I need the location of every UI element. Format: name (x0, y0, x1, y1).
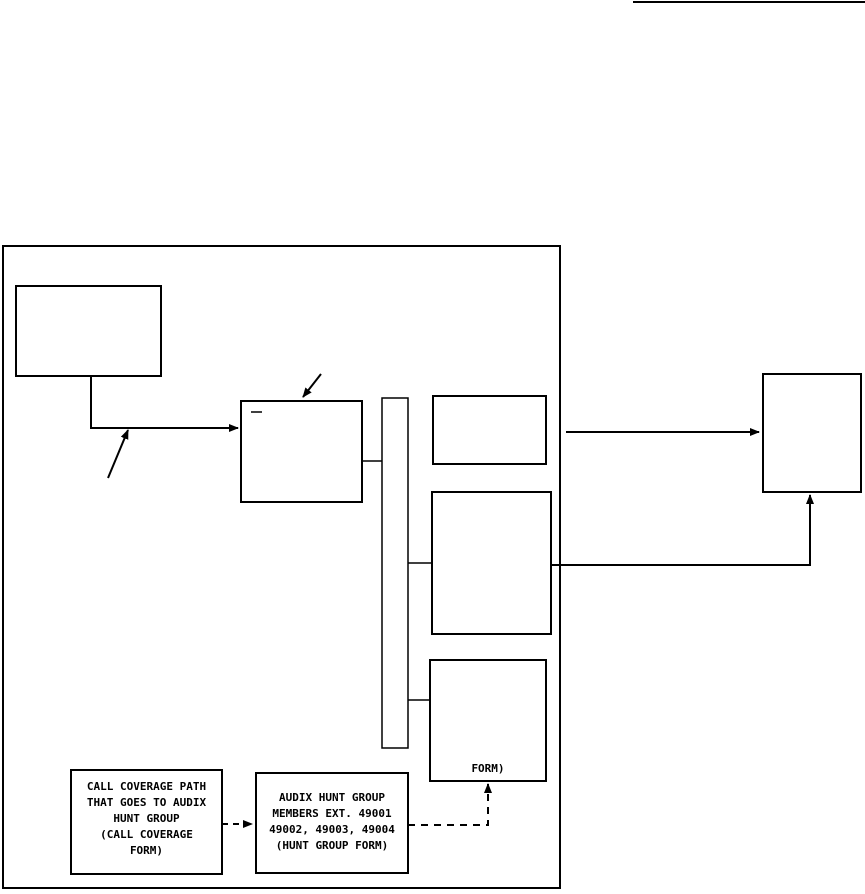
hunt-group-line-1: AUDIX HUNT GROUP (279, 791, 385, 804)
connector-right-middle-to-far-right (551, 494, 814, 566)
far-right-box (762, 373, 862, 493)
right-box-bottom (429, 659, 547, 782)
right-box-top (432, 395, 547, 465)
call-coverage-line-2: THAT GOES TO AUDIX (86, 796, 207, 809)
right-box-middle (431, 491, 552, 635)
hunt-group-line-4: (HUNT GROUP FORM) (275, 839, 389, 852)
outer-frame (2, 245, 561, 889)
hunt-group-box (255, 772, 409, 874)
hunt-group-box-label: AUDIX HUNT GROUP MEMBERS EXT. 49001 4900… (256, 790, 408, 854)
vertical-bus (381, 397, 409, 749)
hunt-group-line-3: 49002, 49003, 49004 (269, 823, 395, 836)
lower-right-box-label: FORM) (430, 761, 546, 777)
middle-box (240, 400, 363, 503)
lower-right-line-1: FORM) (471, 762, 505, 775)
dashed-connector-hunt-to-form (408, 783, 492, 826)
hunt-group-line-2: MEMBERS EXT. 49001 (272, 807, 392, 820)
pointer-arrow-upper (302, 373, 322, 398)
call-coverage-box-label: CALL COVERAGE PATH THAT GOES TO AUDIX HU… (71, 779, 222, 859)
call-coverage-line-4: (CALL COVERAGE (100, 828, 193, 841)
pointer-arrow-lower (107, 429, 129, 479)
call-coverage-box (70, 769, 223, 875)
call-coverage-line-5: FORM) (129, 844, 164, 857)
connector-topleft-to-middle (90, 376, 239, 432)
call-coverage-line-1: CALL COVERAGE PATH (86, 780, 207, 793)
top-left-box (15, 285, 162, 377)
call-coverage-line-3: HUNT GROUP (113, 812, 180, 825)
